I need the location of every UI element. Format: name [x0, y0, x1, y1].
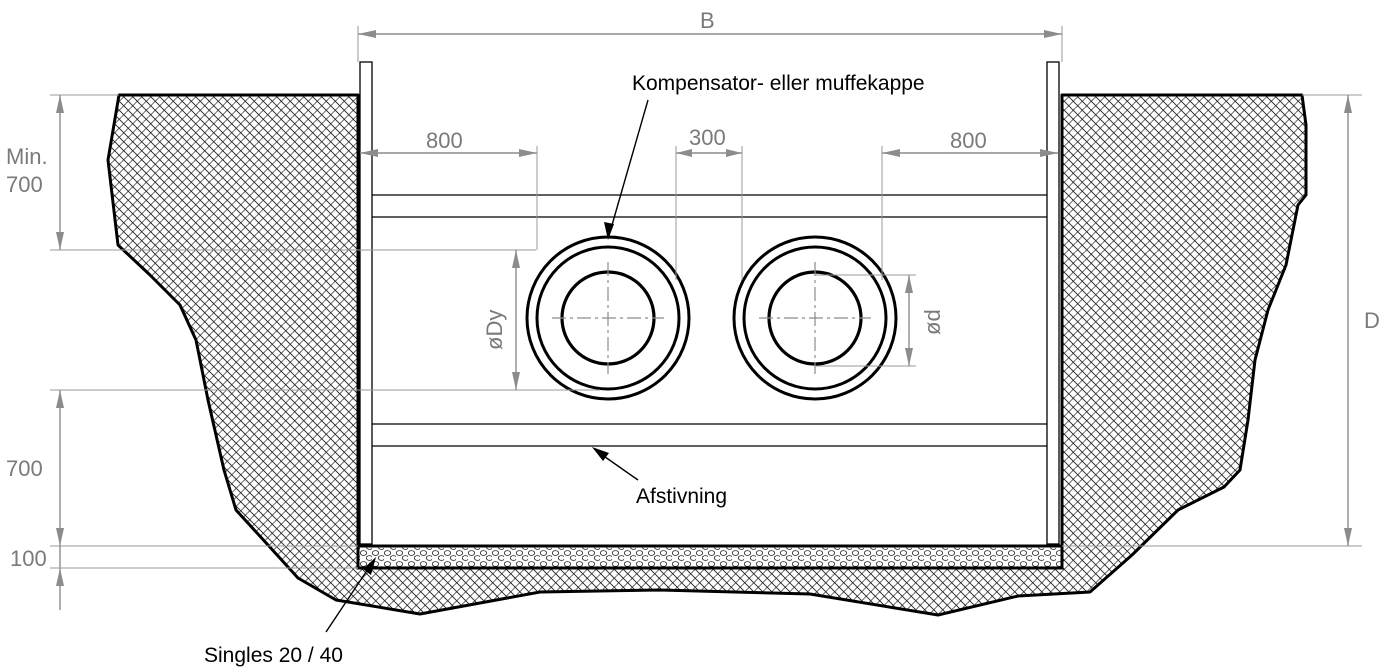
dim-bedding — [50, 546, 358, 610]
leader-joint-cap — [604, 99, 649, 240]
sheet-wall-left — [359, 61, 373, 545]
dim-min-cover-line1: Min. — [6, 144, 48, 169]
gravel-bedding — [359, 546, 1061, 567]
pipe-right — [732, 235, 898, 401]
dim-right-clearance — [881, 146, 1058, 280]
dim-bedding-label: 100 — [10, 546, 47, 571]
dim-right-clearance-label: 800 — [950, 128, 987, 153]
dim-width-b — [357, 26, 1063, 62]
dim-inner-diameter — [815, 274, 916, 367]
dim-depth-d — [1062, 94, 1362, 547]
label-gravel: Singles 20 / 40 — [204, 644, 343, 667]
label-joint-cap: Kompensator- eller muffekappe — [632, 72, 925, 95]
leader-bracing — [592, 447, 639, 481]
dim-left-clearance — [360, 146, 538, 250]
pipe-left — [525, 235, 691, 401]
dim-pipe-gap — [675, 146, 743, 280]
trench-interior — [359, 95, 1061, 544]
dim-depth-label: D — [1364, 308, 1380, 333]
dim-width-label: B — [700, 8, 715, 33]
dim-outer-diameter-label: øDy — [482, 310, 507, 350]
dim-inner-diameter-label: ød — [920, 309, 945, 335]
dim-pipe-gap-label: 300 — [689, 125, 726, 150]
dim-outer-diameter — [512, 250, 520, 390]
label-bracing: Afstivning — [636, 485, 727, 508]
dim-min-cover — [50, 94, 536, 251]
dim-bottom-clearance — [50, 389, 600, 547]
sheet-wall-right — [1046, 61, 1060, 545]
dim-left-clearance-label: 800 — [426, 128, 463, 153]
leader-gravel — [325, 557, 376, 633]
dim-min-cover-line2: 700 — [6, 172, 43, 197]
dim-bottom-clearance-label: 700 — [6, 456, 43, 481]
trench-outline — [356, 95, 1064, 570]
